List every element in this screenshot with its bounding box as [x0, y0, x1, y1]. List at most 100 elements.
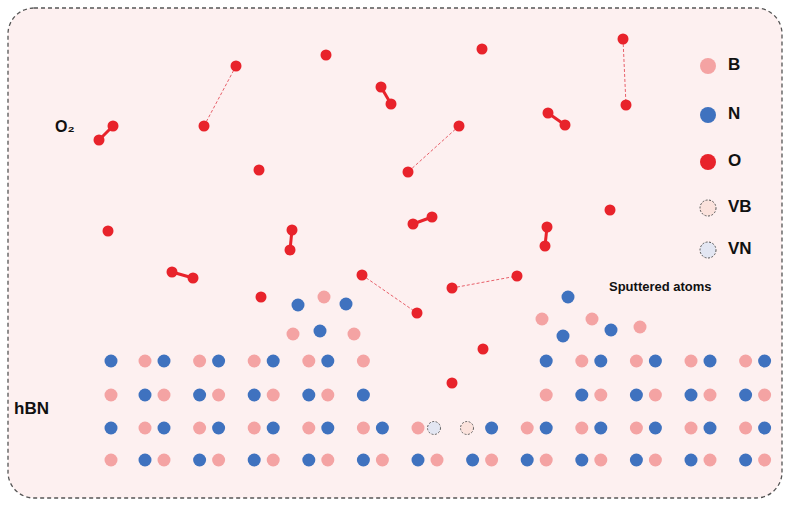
dissociation-line — [362, 275, 417, 313]
annotation: Sputtered atoms — [609, 280, 712, 294]
lattice-atom — [267, 454, 280, 467]
lattice-atom — [318, 291, 331, 304]
lattice-atom — [314, 325, 327, 338]
lattice-atom — [292, 299, 305, 312]
legend-swatch — [700, 154, 716, 170]
oxygen-atom — [403, 167, 414, 178]
lattice-atom — [630, 389, 643, 402]
lattice-atom — [348, 328, 361, 341]
lattice-atom — [212, 355, 225, 368]
lattice-atom — [594, 355, 607, 368]
lattice-atom — [158, 422, 171, 435]
lattice-atom — [649, 454, 662, 467]
lattice-atom — [105, 355, 118, 368]
lattice-atom — [212, 454, 225, 467]
dissociation-line — [204, 66, 236, 126]
legend-text: O — [728, 152, 741, 171]
legend-swatch — [700, 200, 716, 216]
lattice-atom — [605, 324, 618, 337]
oxygen-atom — [412, 308, 423, 319]
lattice-atom — [212, 422, 225, 435]
lattice-atom — [634, 321, 647, 334]
oxygen-atom — [427, 212, 438, 223]
lattice-atom — [302, 355, 315, 368]
lattice-atom — [521, 422, 534, 435]
material-label: hBN — [14, 400, 49, 419]
lattice-atom — [105, 422, 118, 435]
lattice-atom — [739, 422, 752, 435]
lattice-atom — [158, 355, 171, 368]
lattice-atom — [105, 389, 118, 402]
lattice-atom — [649, 422, 662, 435]
lattice-atom — [267, 389, 280, 402]
legend-text: VB — [728, 198, 752, 217]
oxygen-atom — [199, 121, 210, 132]
lattice-atom — [704, 422, 717, 435]
lattice-atom — [267, 422, 280, 435]
lattice-atom — [586, 313, 599, 326]
lattice-atom — [685, 422, 698, 435]
molecule-label: O₂ — [55, 118, 75, 136]
lattice-atom — [649, 355, 662, 368]
lattice-atom — [139, 355, 152, 368]
oxygen-atom — [321, 50, 332, 61]
oxygen-atom — [454, 121, 465, 132]
oxygen-atom — [540, 241, 551, 252]
lattice-atom — [139, 389, 152, 402]
lattice-atom — [575, 422, 588, 435]
oxygen-atom — [285, 245, 296, 256]
lattice-atom — [594, 389, 607, 402]
oxygen-atom — [108, 121, 119, 132]
lattice-atom — [357, 454, 370, 467]
lattice-atom — [540, 422, 553, 435]
oxygen-atom — [543, 108, 554, 119]
lattice-atom — [248, 422, 261, 435]
legend-swatch — [700, 107, 716, 123]
lattice-atom — [630, 454, 643, 467]
oxygen-atom — [621, 100, 632, 111]
lattice-atom — [685, 389, 698, 402]
lattice-atom — [321, 454, 334, 467]
lattice-atom — [302, 454, 315, 467]
oxygen-atom — [605, 205, 616, 216]
lattice-atom — [139, 422, 152, 435]
lattice-atom — [193, 389, 206, 402]
lattice-atom — [357, 422, 370, 435]
lattice-atom — [685, 355, 698, 368]
dissociation-line — [452, 276, 517, 288]
lattice-atom — [758, 355, 771, 368]
lattice-atom — [302, 389, 315, 402]
lattice-atom — [485, 422, 498, 435]
lattice-atom — [302, 422, 315, 435]
lattice-atom — [267, 355, 280, 368]
lattice-atom — [594, 422, 607, 435]
legend-swatch — [700, 242, 716, 258]
oxygen-atom — [618, 34, 629, 45]
vacancy — [461, 422, 474, 435]
lattice-atom — [193, 454, 206, 467]
lattice-atom — [758, 422, 771, 435]
lattice-atom — [758, 454, 771, 467]
oxygen-atom — [447, 378, 458, 389]
lattice-atom — [193, 355, 206, 368]
lattice-atom — [540, 389, 553, 402]
lattice-atom — [557, 330, 570, 343]
lattice-atom — [594, 454, 607, 467]
lattice-atom — [287, 328, 300, 341]
oxygen-atom — [542, 222, 553, 233]
lattice-atom — [212, 389, 225, 402]
lattice-atom — [321, 422, 334, 435]
lattice-atom — [321, 389, 334, 402]
lattice-atom — [630, 355, 643, 368]
lattice-atom — [704, 389, 717, 402]
lattice-atom — [540, 355, 553, 368]
lattice-atom — [649, 389, 662, 402]
dissociation-line — [623, 39, 626, 105]
oxygen-atom — [167, 267, 178, 278]
lattice-atom — [193, 422, 206, 435]
oxygen-atom — [256, 292, 267, 303]
oxygen-atom — [512, 271, 523, 282]
oxygen-atom — [376, 82, 387, 93]
